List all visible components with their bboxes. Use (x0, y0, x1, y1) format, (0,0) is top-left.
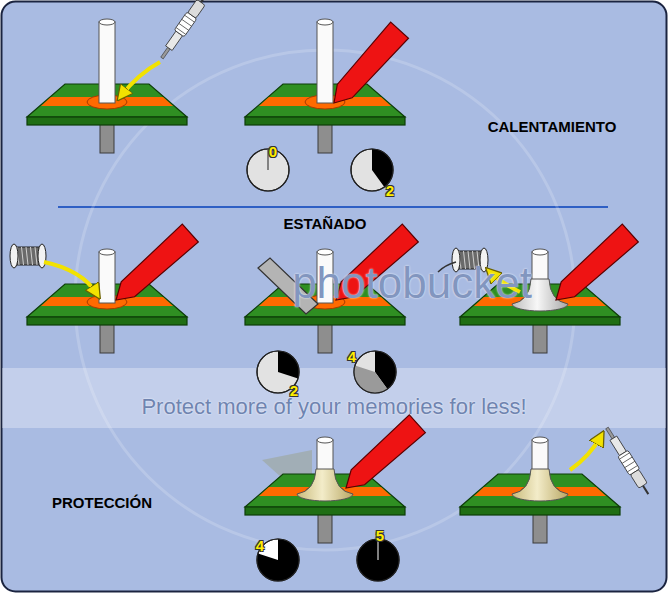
grip-ring (179, 23, 189, 30)
section-title: ESTAÑADO (283, 216, 366, 233)
clock-face (357, 539, 399, 581)
pin-upper (99, 22, 115, 103)
section-title: PROTECCIÓN (52, 495, 152, 512)
pcb-board (27, 19, 187, 153)
timer-clock (247, 149, 289, 191)
board-edge (245, 317, 405, 325)
spool-flange (38, 244, 46, 268)
soldering-iron (602, 425, 654, 498)
board-edge (460, 317, 620, 325)
pin-upper (99, 252, 115, 303)
spool-winding (35, 247, 37, 265)
board-edge (27, 117, 187, 125)
clock-face (247, 149, 289, 191)
clock-rim (357, 539, 399, 581)
pin-upper (317, 22, 333, 103)
clock-rim (247, 149, 289, 191)
time-number: 4 (348, 349, 356, 366)
clock-sector (357, 539, 399, 581)
pin-top (317, 437, 333, 443)
iron-tip-body (108, 224, 198, 309)
pcb-board (460, 437, 620, 543)
iron-tip-body (548, 224, 638, 309)
board-edge (460, 507, 620, 515)
clock-face (354, 351, 396, 393)
timer-clock (357, 539, 399, 581)
iron-needle (161, 47, 170, 59)
time-number: 4 (256, 538, 264, 555)
iron-tip-body (338, 415, 425, 497)
grip-ring (619, 453, 629, 459)
watermark-band (2, 368, 666, 428)
spool-winding (31, 247, 33, 265)
section-title: CALENTAMIENTO (488, 119, 617, 136)
grip-ring (176, 28, 186, 35)
time-number: 5 (376, 528, 384, 545)
timer-clock (354, 351, 396, 393)
iron-tip (548, 224, 638, 309)
clock-sector (354, 366, 387, 393)
iron-needle (606, 427, 615, 439)
grip-ring (622, 457, 632, 463)
motion-arrow (121, 62, 160, 96)
time-number: 0 (269, 144, 277, 161)
section-divider (58, 206, 608, 208)
soldering-iron (157, 0, 212, 61)
varnish-fillet (512, 469, 568, 501)
board-edge (245, 507, 405, 515)
pin-top (317, 249, 333, 255)
iron-cable (201, 0, 207, 2)
grip-ring (182, 19, 192, 26)
iron-cable (643, 486, 648, 494)
iron-tip (325, 22, 408, 111)
iron-tip (108, 224, 198, 309)
pin-top (532, 437, 548, 443)
motion-arrow (44, 262, 97, 294)
watermark: Protect more of your memories for less! (141, 395, 526, 419)
board-edge (245, 117, 405, 125)
grip-ring (625, 461, 635, 467)
clock-sector (278, 351, 299, 378)
pin-top (317, 19, 333, 25)
spool-flange (10, 244, 18, 268)
iron-tip-body (325, 22, 408, 111)
iron-handle (188, 0, 205, 18)
board-edge (27, 317, 187, 325)
varnish-fillet (297, 469, 353, 501)
time-number: 2 (386, 183, 394, 200)
spool-winding (26, 247, 28, 265)
spool-winding (22, 247, 24, 265)
pin-top (532, 249, 548, 255)
clock-rim (354, 351, 396, 393)
iron-tip (338, 415, 425, 497)
pin-top (99, 249, 115, 255)
clock-hand (268, 150, 269, 170)
solder-spool (10, 244, 46, 268)
iron-handle (630, 469, 647, 488)
motion-arrow (570, 436, 601, 470)
pin-top (99, 19, 115, 25)
watermark: photobucket (292, 259, 532, 307)
